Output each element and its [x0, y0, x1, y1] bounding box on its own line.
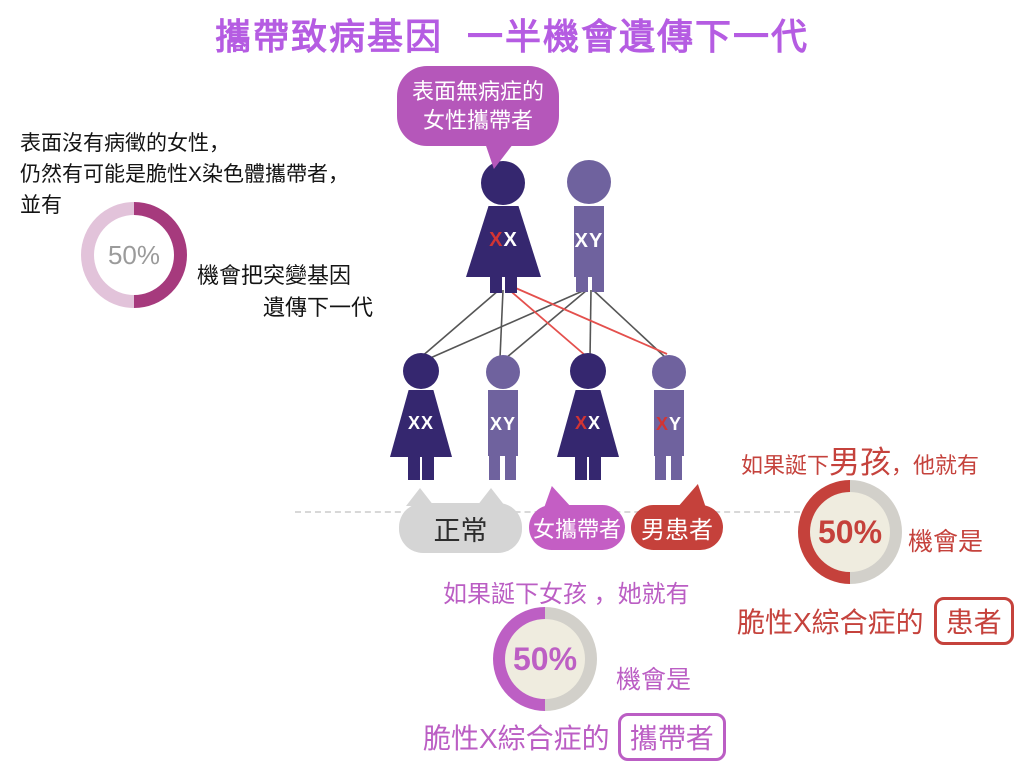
figure-legs	[655, 456, 682, 480]
figure-son-affected-icon: XY	[651, 354, 687, 481]
chromosome-label: XX	[390, 413, 452, 434]
figure-head	[403, 353, 439, 389]
boy-sentence-suffix: ，他就有	[891, 453, 980, 478]
figure-head	[481, 161, 525, 205]
boy-sentence-highlight: 男孩	[829, 445, 892, 480]
girl-chance-label: 機會是	[616, 666, 692, 694]
allele-y: Y	[589, 230, 604, 252]
allele-x: X	[503, 229, 518, 251]
allele-x-mutant: X	[489, 229, 504, 251]
allele-x: X	[574, 230, 589, 252]
figure-son-normal-icon: XY	[485, 354, 521, 481]
boy-chance-donut: 50%	[798, 480, 902, 584]
girl-sentence: 如果誕下女孩 ，她就有	[443, 581, 690, 608]
girl-result: 脆性X綜合症的 攜帶者	[423, 713, 726, 761]
carrier-chance-donut-value: 50%	[94, 215, 174, 295]
figure-torso	[654, 390, 684, 456]
figure-head	[486, 355, 520, 389]
inheritance-line-mutant	[510, 285, 668, 355]
figure-head	[570, 353, 606, 389]
inheritance-line	[589, 289, 592, 359]
chromosome-label: XX	[466, 229, 541, 252]
callout-line2: 女性攜帶者	[422, 108, 533, 133]
figure-legs	[408, 457, 434, 480]
legend-normal-label: 正常	[433, 515, 488, 546]
callout-bubble: 表面無病症的 女性攜帶者	[397, 66, 559, 146]
chromosome-label: XY	[567, 230, 611, 253]
allele-x: X	[407, 413, 421, 433]
left-note-line1: 表面沒有病徵的女性，	[20, 132, 230, 155]
figure-mother-carrier-icon: XX	[466, 161, 541, 293]
girl-chance-donut: 50%	[493, 607, 597, 711]
left-note-after1: 機會把突變基因	[197, 263, 352, 288]
chromosome-label: XY	[485, 414, 521, 435]
boy-chance-label: 機會是	[908, 528, 984, 556]
chromosome-label: XY	[651, 414, 687, 435]
figure-legs	[576, 277, 604, 292]
left-note: 表面沒有病徵的女性， 仍然有可能是脆性X染色體攜帶者， 並有	[20, 128, 349, 221]
figure-father-normal-icon: XY	[567, 160, 611, 292]
legend-normal-badge: 正常	[399, 503, 522, 553]
legend-patient-badge: 男患者	[631, 505, 723, 550]
boy-sentence: 如果誕下 男孩，他就有	[741, 437, 979, 482]
boy-chance-donut-value: 50%	[810, 492, 890, 572]
allele-x-mutant: X	[574, 413, 588, 433]
allele-x: X	[489, 414, 503, 434]
boy-sentence-prefix: 如果誕下	[741, 453, 830, 478]
legend-carrier-label: 女攜帶者	[532, 516, 621, 542]
left-note-after2: 遺傳下一代	[263, 295, 374, 320]
figure-legs	[490, 277, 517, 293]
legend-patient-label: 男患者	[641, 517, 713, 544]
legend-carrier-badge: 女攜帶者	[529, 505, 625, 550]
carrier-chance-donut: 50%	[81, 202, 187, 308]
girl-result-prefix: 脆性X綜合症的	[423, 723, 610, 754]
callout-line1: 表面無病症的	[411, 79, 544, 104]
figure-daughter-normal-icon: XX	[390, 353, 452, 480]
girl-result-box: 攜帶者	[617, 713, 726, 761]
figure-torso	[574, 206, 604, 277]
inheritance-line	[419, 289, 500, 359]
girl-chance-donut-value: 50%	[505, 619, 585, 699]
inheritance-line-mutant	[506, 287, 587, 357]
inheritance-line	[592, 289, 667, 359]
left-note-line2: 仍然有可能是脆性X染色體攜帶者，	[20, 163, 350, 186]
inheritance-line	[505, 289, 588, 359]
left-note-line3: 並有	[20, 194, 62, 217]
figure-torso	[488, 390, 518, 456]
page-title: 攜帶致病基因 一半機會遺傳下一代	[214, 16, 809, 57]
figure-legs	[575, 457, 601, 480]
allele-x: X	[588, 413, 602, 433]
boy-result: 脆性X綜合症的 患者	[737, 597, 1014, 645]
allele-x-mutant: X	[655, 414, 669, 434]
boy-result-box: 患者	[933, 597, 1014, 645]
allele-y: Y	[503, 414, 517, 434]
figure-head	[567, 160, 611, 204]
figure-head	[652, 355, 686, 389]
inheritance-line	[427, 289, 586, 360]
boy-result-prefix: 脆性X綜合症的	[737, 607, 924, 638]
inheritance-line	[499, 289, 504, 359]
figure-daughter-carrier-icon: XX	[557, 353, 619, 480]
allele-y: Y	[669, 414, 683, 434]
figure-legs	[489, 456, 516, 480]
allele-x: X	[421, 413, 435, 433]
chromosome-label: XX	[557, 413, 619, 434]
